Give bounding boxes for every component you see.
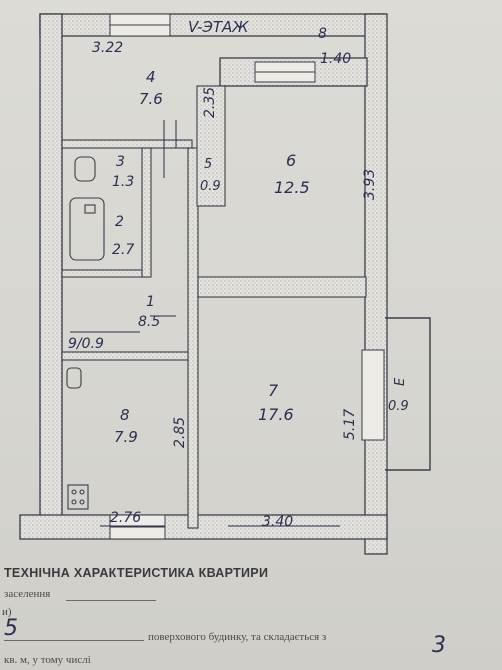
room-balcony-area: 0.9	[388, 399, 409, 414]
field-bracket: и)	[2, 606, 12, 618]
room-9-label: 9/0.9	[68, 336, 104, 352]
bathtub-icon	[69, 197, 105, 261]
settlement-underline	[66, 600, 156, 601]
stove-icon	[67, 484, 89, 510]
tap-icon	[84, 204, 96, 214]
room-8-area: 7.9	[114, 428, 138, 446]
room-6-number: 6	[286, 151, 296, 170]
windows	[109, 13, 385, 540]
room-4-area: 7.6	[139, 90, 163, 108]
dim-235: 2.35	[202, 87, 218, 118]
room-2-number: 2	[115, 214, 124, 230]
room-5-number: 5	[204, 157, 212, 172]
dim-276: 2.76	[110, 510, 141, 526]
room-7-area: 17.6	[258, 405, 294, 424]
sink-icon	[66, 367, 82, 389]
toilet-icon	[74, 156, 96, 182]
inner-walls	[61, 85, 367, 529]
room-4-number: 4	[146, 68, 156, 86]
dimension-marks	[70, 120, 340, 527]
plan-labels: V-ЭТАЖ 3.22 4 7.6 2.35 8 1.40 3 1.3 5 0.…	[68, 18, 409, 530]
handwritten-value-3: 3	[432, 633, 446, 658]
dim-top-left: 3.22	[92, 40, 123, 56]
dim-285: 2.85	[172, 417, 188, 448]
dim-340: 3.40	[262, 514, 293, 530]
handwritten-value-5: 5	[4, 616, 18, 641]
floors-underline	[4, 640, 144, 641]
dim-393: 3.93	[362, 169, 378, 200]
room-3-number: 3	[116, 154, 125, 170]
settlement-label: заселення	[4, 588, 51, 600]
room-8-number: 8	[120, 406, 130, 424]
room-1-number: 1	[146, 294, 155, 310]
street-annotation: V-ЭТАЖ	[188, 18, 249, 36]
section-title: ТЕХНІЧНА ХАРАКТЕРИСТИКА КВАРТИРИ	[4, 566, 269, 580]
room-8-top-number: 8	[318, 26, 327, 42]
area-text: кв. м, у тому числі	[4, 654, 91, 666]
room-5-area: 0.9	[200, 179, 221, 194]
room-1-area: 8.5	[138, 314, 160, 330]
room-2-area: 2.7	[112, 242, 134, 258]
balcony	[385, 317, 431, 471]
room-6-area: 12.5	[274, 178, 310, 197]
room-8-top-area: 1.40	[320, 51, 351, 67]
room-balcony-number: Е	[393, 377, 408, 386]
room-7-number: 7	[268, 381, 279, 400]
dim-517: 5.17	[342, 409, 358, 440]
room-3-area: 1.3	[112, 174, 134, 190]
plumbing-fixtures	[66, 156, 105, 510]
building-text: поверхового будинку, та складається з	[148, 631, 327, 643]
